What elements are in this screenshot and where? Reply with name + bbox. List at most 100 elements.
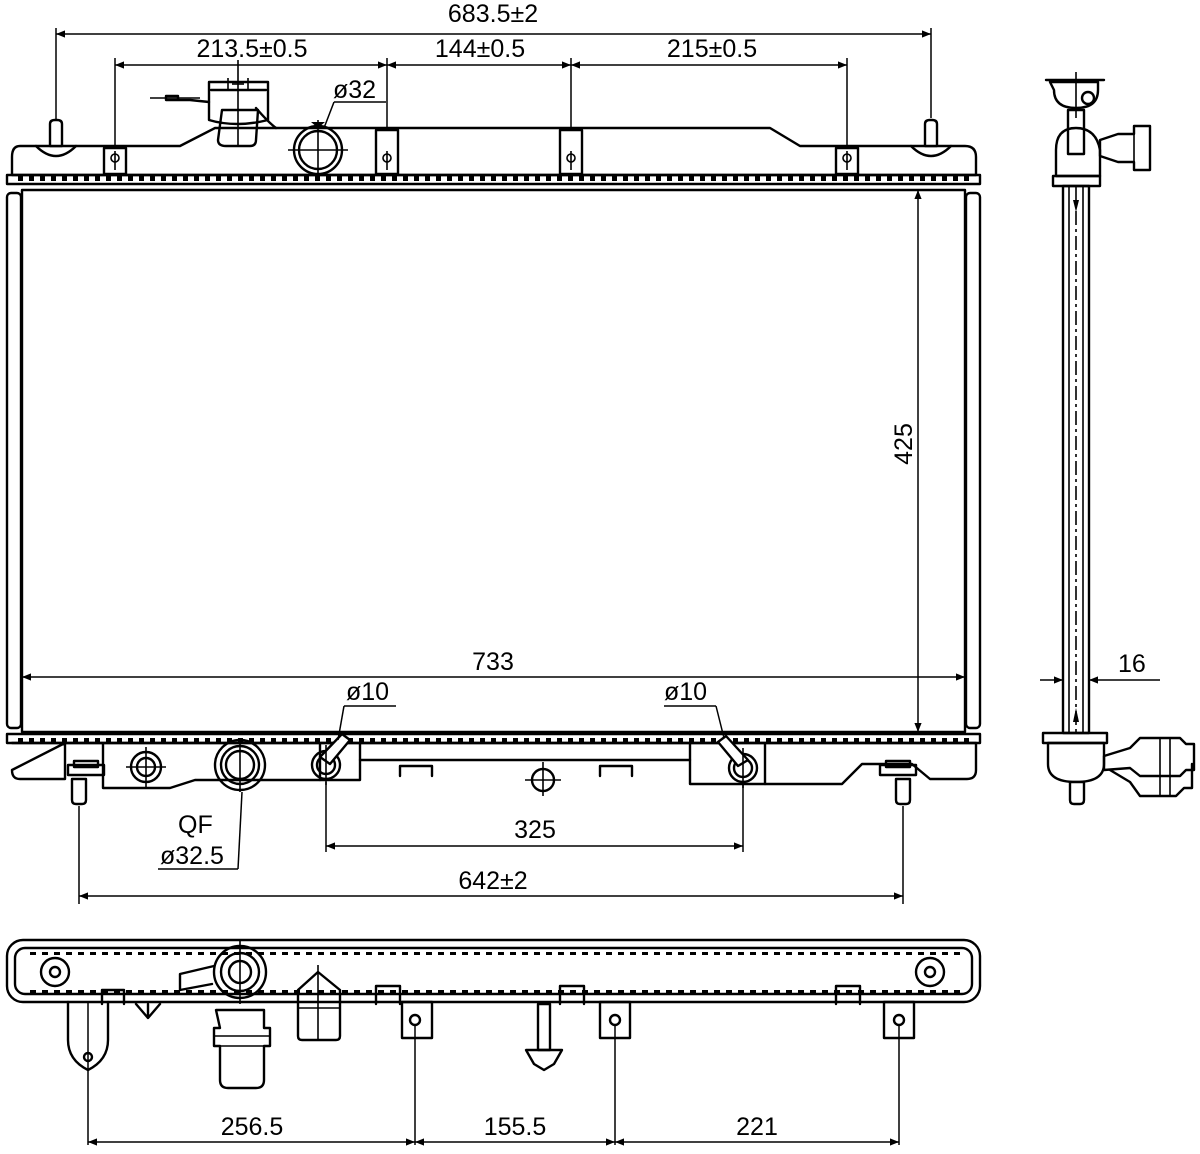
upper-hose-pipe <box>288 120 348 180</box>
dim-lower-pipe: QF ø32.5 <box>158 791 243 870</box>
crimp-tooth <box>73 176 78 181</box>
crimp-tooth <box>337 176 342 181</box>
tank-dash <box>498 990 504 993</box>
crimp-tooth <box>370 738 375 743</box>
top-header-plate <box>5 173 982 186</box>
crimp-tooth <box>843 176 848 181</box>
tank-dash <box>690 952 696 955</box>
crimp-tooth <box>524 176 529 181</box>
tank-dash <box>870 990 876 993</box>
crimp-tooth <box>601 176 606 181</box>
tank-dash <box>42 952 48 955</box>
crimp-tooth <box>832 738 837 743</box>
crimp-tooth <box>612 738 617 743</box>
tank-dash <box>486 990 492 993</box>
crimp-tooth <box>623 176 628 181</box>
crimp-tooth <box>436 738 441 743</box>
dim-mount-spacing: 213.5±0.5 144±0.5 215±0.5 <box>114 35 848 148</box>
crimp-tooth <box>656 738 661 743</box>
dim-overall-top: 683.5±2 <box>55 0 932 120</box>
tank-dash <box>414 990 420 993</box>
crimp-tooth <box>700 738 705 743</box>
dim-mount-spacing-1-label: 213.5±0.5 <box>196 35 307 63</box>
tank-dash <box>918 952 924 955</box>
tank-dash <box>918 990 924 993</box>
crimp-tooth <box>502 738 507 743</box>
tank-dash <box>390 990 396 993</box>
crimp-tooth <box>304 176 309 181</box>
tank-dash <box>354 952 360 955</box>
crimp-tooth <box>73 738 78 743</box>
tank-dash <box>606 952 612 955</box>
tank-dash <box>126 990 132 993</box>
tank-dash <box>882 990 888 993</box>
tank-dash <box>330 990 336 993</box>
dim-mount-spacing-2-label: 144±0.5 <box>435 35 525 63</box>
tank-dash <box>150 990 156 993</box>
bottom-view: 256.5 155.5 221 <box>5 938 982 1146</box>
tank-dash <box>774 952 780 955</box>
crimp-tooth <box>645 738 650 743</box>
bottom-mount-right <box>878 759 918 806</box>
crimp-tooth <box>414 176 419 181</box>
crimp-tooth <box>700 176 705 181</box>
bottom-tank <box>10 741 978 790</box>
crimp-tooth <box>227 176 232 181</box>
tank-dash <box>438 990 444 993</box>
crimp-tooth <box>722 176 727 181</box>
bottom-view-dashes <box>30 952 960 993</box>
tank-dash <box>126 952 132 955</box>
crimp-tooth <box>865 738 870 743</box>
top-bracket-1 <box>102 146 128 176</box>
tank-dash <box>366 952 372 955</box>
tank-dash <box>786 952 792 955</box>
crimp-tooth <box>491 176 496 181</box>
tank-dash <box>258 952 264 955</box>
bottom-mount-left <box>66 759 106 806</box>
crimp-tooth <box>546 738 551 743</box>
crimp-tooth <box>293 738 298 743</box>
crimp-tooth <box>502 176 507 181</box>
crimp-tooth <box>623 738 628 743</box>
dim-oil-port-spacing-label: 325 <box>514 816 556 844</box>
crimp-tooth <box>194 738 199 743</box>
crimp-tooth <box>865 176 870 181</box>
tank-dash <box>834 952 840 955</box>
crimp-tooth <box>282 738 287 743</box>
tank-dash <box>102 952 108 955</box>
top-tank <box>10 126 978 177</box>
crimp-tooth <box>953 738 958 743</box>
tank-dash <box>246 952 252 955</box>
crimp-tooth <box>425 738 430 743</box>
crimp-tooth <box>260 176 265 181</box>
crimp-tooth <box>909 738 914 743</box>
tank-dash <box>846 952 852 955</box>
crimp-tooth <box>150 176 155 181</box>
crimp-tooth <box>216 176 221 181</box>
crimp-tooth <box>810 176 815 181</box>
crimp-tooth <box>381 738 386 743</box>
crimp-tooth <box>84 738 89 743</box>
crimp-tooth <box>40 176 45 181</box>
tank-dash <box>618 990 624 993</box>
crimp-tooth <box>172 176 177 181</box>
tank-dash <box>162 990 168 993</box>
tank-dash <box>594 952 600 955</box>
tank-dash <box>666 952 672 955</box>
crimp-tooth <box>381 176 386 181</box>
bottom-crimp-teeth <box>18 738 969 743</box>
crimp-tooth <box>590 176 595 181</box>
oil-port-right <box>716 734 759 788</box>
top-crimp-teeth <box>18 176 969 181</box>
tank-dash <box>822 952 828 955</box>
top-bracket-4 <box>834 146 860 176</box>
crimp-tooth <box>238 176 243 181</box>
crimp-tooth <box>744 176 749 181</box>
tank-dash <box>378 990 384 993</box>
tank-dash <box>366 990 372 993</box>
crimp-tooth <box>469 176 474 181</box>
crimp-tooth <box>590 738 595 743</box>
crimp-tooth <box>469 738 474 743</box>
crimp-tooth <box>733 738 738 743</box>
tank-dash <box>150 952 156 955</box>
